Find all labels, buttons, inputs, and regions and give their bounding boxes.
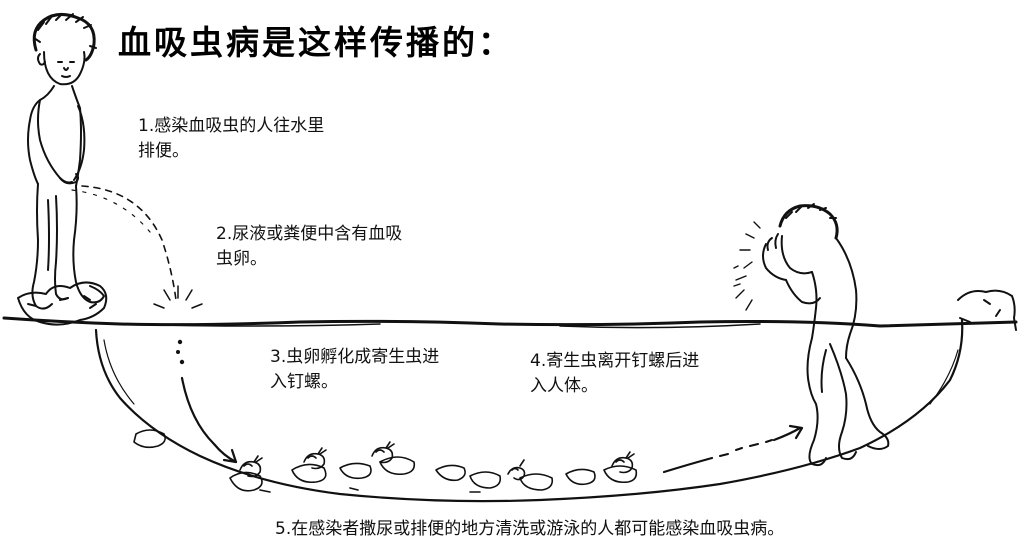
snail <box>611 451 635 474</box>
boy-face <box>43 51 86 86</box>
step-1-text: 1.感染血吸虫的人往水里 排便。 <box>138 114 324 164</box>
step-5-text: 5.在感染者撒尿或排便的地方清洗或游泳的人都可能感染血吸虫病。 <box>275 517 784 542</box>
snail <box>507 459 526 481</box>
riverbed-pebbles <box>133 429 638 493</box>
snail <box>303 447 327 470</box>
urine-stream <box>81 185 177 301</box>
man-torso <box>835 237 858 359</box>
man-hair <box>778 204 839 240</box>
step-3-text: 3.虫卵孵化成寄生虫进 入钉螺。 <box>270 345 439 395</box>
riverbank-rock-left <box>17 281 108 326</box>
step-2-line-2: 虫卵。 <box>216 249 267 269</box>
step-3-line-1: 3.虫卵孵化成寄生虫进 <box>270 347 440 367</box>
step-1-line-2: 排便。 <box>138 141 189 161</box>
basin-outline <box>94 318 964 503</box>
snail <box>371 441 395 464</box>
step-3-line-2: 入钉螺。 <box>270 372 338 392</box>
step-4-line-1: 4.寄生虫离开钉螺后进 <box>530 351 700 371</box>
egg-dots <box>176 339 185 365</box>
boy-legs <box>31 183 53 310</box>
splash <box>153 285 203 309</box>
step-1-line-1: 1.感染血吸虫的人往水里 <box>138 116 325 136</box>
man-legs <box>845 357 890 450</box>
arrow-parasites-to-man <box>662 456 714 474</box>
washing-man-figure <box>733 203 890 467</box>
snails <box>239 441 635 481</box>
boy-hair <box>32 13 96 62</box>
snail <box>239 455 263 478</box>
arrow-eggs-to-snails <box>180 376 238 464</box>
step-4-text: 4.寄生虫离开钉螺后进 入人体。 <box>530 349 699 399</box>
step-2-line-1: 2.尿液或粪便中含有血吸 <box>216 224 403 244</box>
riverbank-rock-right <box>957 289 1017 331</box>
boy-torso <box>27 85 55 185</box>
page-title: 血吸虫病是这样传播的： <box>118 23 514 62</box>
step-2-text: 2.尿液或粪便中含有血吸 虫卵。 <box>216 222 402 272</box>
step-5-line-1: 5.在感染者撒尿或排便的地方清洗或游泳的人都可能感染血吸虫病。 <box>275 519 785 539</box>
infected-boy-figure <box>27 13 105 310</box>
step-4-line-2: 入人体。 <box>530 376 598 396</box>
